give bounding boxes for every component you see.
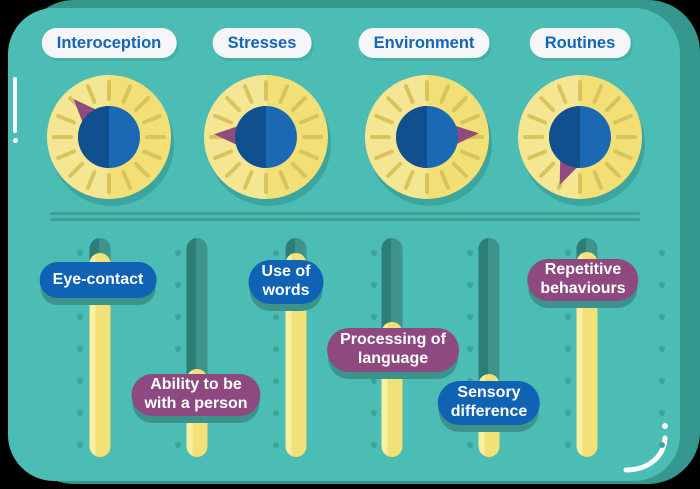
tick-dot [273,410,279,416]
dial-ray-marks [370,80,484,194]
slider-handle-eye-contact[interactable]: Eye-contact [39,262,157,298]
tick-dot [659,378,665,384]
tick-dot [77,410,83,416]
dial-environment[interactable] [357,67,497,207]
dial-ray-marks [523,80,637,194]
slider-handle-use-of-words[interactable]: Use of words [248,260,324,304]
exclamation-dot-icon [13,138,18,143]
slider-handle-repetitive-behaviours[interactable]: Repetitive behaviours [527,259,639,301]
tick-dot [371,378,377,384]
dial-label-environment: Environment [358,28,490,58]
tick-dot [467,282,473,288]
slider-handle-label: Sensory [457,384,521,402]
slider-handle-label: language [357,350,429,367]
dial-ray-marks [209,80,323,194]
tick-dot [565,410,571,416]
separator-line-bottom [50,218,640,221]
j-curve-icon [623,423,668,473]
tick-dot [659,250,665,256]
tick-dot [175,250,181,256]
slider-handle-ability-to-be-with-a-person[interactable]: Ability to be with a person [131,374,261,416]
slider-handle-label: Repetitive [544,261,622,279]
slider-handle-label: words [262,282,310,299]
tick-dot [175,442,181,448]
tick-dot [175,282,181,288]
tick-dot [77,314,83,320]
tick-dot [77,250,83,256]
dial-pointer[interactable] [65,91,103,130]
slider-fill[interactable] [89,253,111,457]
slider-handle-sensory-difference[interactable]: Sensory difference [437,381,541,425]
dial-routines[interactable] [510,67,650,207]
tick-dot [565,378,571,384]
tick-dot [565,250,571,256]
slider-handle-processing-of-language[interactable]: Processing of language [327,328,459,372]
slider-handle-label: Ability to be [150,376,242,394]
slider-handle-label: with a person [144,395,248,412]
tick-dot [565,442,571,448]
tick-dot [467,346,473,352]
tick-dot [371,250,377,256]
dial-ray-marks [52,80,166,194]
exclamation-line-icon [13,77,17,133]
tick-dot [273,378,279,384]
tick-dot [467,314,473,320]
tick-dot [659,346,665,352]
tick-dot [273,442,279,448]
tick-dot [565,314,571,320]
dial-interoception[interactable] [39,67,179,207]
slider-handle-label: Processing of [340,331,446,349]
tick-dot [175,314,181,320]
tick-dot [371,410,377,416]
tick-dot [77,346,83,352]
tick-dot [371,442,377,448]
slider-fill[interactable] [285,253,307,457]
tick-dot [659,442,665,448]
slider-handle-label: behaviours [540,280,626,297]
tick-dot [467,250,473,256]
dial-stresses[interactable] [196,67,336,207]
tick-dot [273,250,279,256]
tick-dot [565,346,571,352]
tick-dot [371,314,377,320]
dial-label-routines: Routines [529,28,631,58]
tick-dot [273,314,279,320]
tick-dot [77,442,83,448]
slider-handle-label: Eye-contact [52,270,144,288]
dial-label-interoception: Interoception [41,28,177,58]
tick-dot [371,282,377,288]
tick-dot [175,346,181,352]
tick-dot [273,346,279,352]
dial-label-stresses: Stresses [212,28,312,58]
tick-dot [659,410,665,416]
slider-handle-label: Use of [261,263,311,281]
slider-fill[interactable] [576,252,598,457]
slider-handle-label: difference [450,403,528,420]
tick-dot [467,442,473,448]
tick-dot [659,282,665,288]
tick-dot [659,314,665,320]
separator-line-top [50,212,640,215]
tick-dot [77,378,83,384]
